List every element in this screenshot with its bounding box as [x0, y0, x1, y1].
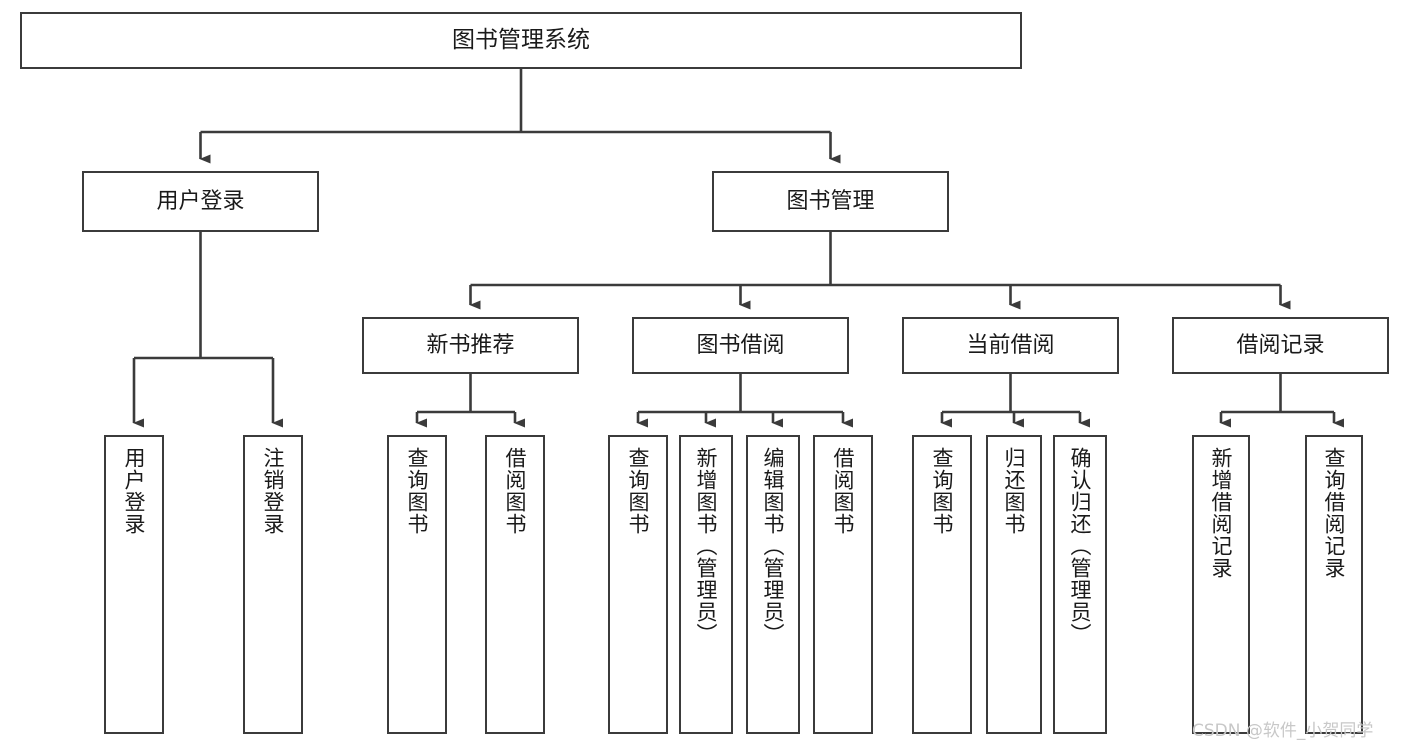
node-label-current: 当前借阅 — [966, 332, 1055, 358]
node-leaf-nb-borrow[interactable]: 借阅图书 — [485, 435, 545, 734]
node-leaf-bw-query[interactable]: 查询图书 — [608, 435, 668, 734]
node-leaf-nb-query[interactable]: 查询图书 — [387, 435, 447, 734]
watermark: CSDN @软件_小贺同学 — [1192, 721, 1374, 741]
node-label-login: 用户登录 — [156, 188, 245, 214]
node-label-leaf-bw-add: 新增图书（管理员） — [694, 447, 719, 645]
node-label-leaf-nb-borrow: 借阅图书 — [503, 447, 528, 535]
node-leaf-rc-add[interactable]: 新增借阅记录 — [1192, 435, 1250, 734]
node-label-leaf-bw-borrow: 借阅图书 — [831, 447, 856, 535]
node-borrow[interactable]: 图书借阅 — [632, 317, 849, 374]
node-leaf-rc-query[interactable]: 查询借阅记录 — [1305, 435, 1363, 734]
node-label-root: 图书管理系统 — [452, 27, 590, 54]
node-leaf-cb-confirm[interactable]: 确认归还（管理员） — [1053, 435, 1107, 734]
node-current[interactable]: 当前借阅 — [902, 317, 1119, 374]
edge-group — [132, 69, 1344, 428]
node-leaf-user-logout[interactable]: 注销登录 — [243, 435, 303, 734]
node-label-leaf-user-logout: 注销登录 — [261, 447, 286, 535]
node-bookmgmt[interactable]: 图书管理 — [712, 171, 949, 232]
node-records[interactable]: 借阅记录 — [1172, 317, 1389, 374]
node-label-leaf-rc-query: 查询借阅记录 — [1322, 447, 1347, 579]
node-leaf-cb-return[interactable]: 归还图书 — [986, 435, 1042, 734]
node-root[interactable]: 图书管理系统 — [20, 12, 1022, 69]
node-leaf-bw-edit[interactable]: 编辑图书（管理员） — [746, 435, 800, 734]
node-newbook[interactable]: 新书推荐 — [362, 317, 579, 374]
node-label-leaf-rc-add: 新增借阅记录 — [1209, 447, 1234, 579]
node-label-records: 借阅记录 — [1236, 332, 1325, 358]
node-leaf-user-login[interactable]: 用户登录 — [104, 435, 164, 734]
node-label-leaf-bw-edit: 编辑图书（管理员） — [761, 447, 786, 645]
node-label-leaf-cb-query: 查询图书 — [930, 447, 955, 535]
node-leaf-bw-add[interactable]: 新增图书（管理员） — [679, 435, 733, 734]
node-label-leaf-cb-return: 归还图书 — [1002, 447, 1027, 535]
node-label-leaf-nb-query: 查询图书 — [405, 447, 430, 535]
node-label-newbook: 新书推荐 — [426, 332, 515, 358]
node-label-borrow: 图书借阅 — [696, 332, 785, 358]
node-leaf-bw-borrow[interactable]: 借阅图书 — [813, 435, 873, 734]
node-label-leaf-bw-query: 查询图书 — [626, 447, 651, 535]
node-leaf-cb-query[interactable]: 查询图书 — [912, 435, 972, 734]
node-label-leaf-user-login: 用户登录 — [122, 447, 147, 535]
node-label-bookmgmt: 图书管理 — [786, 188, 875, 214]
node-label-leaf-cb-confirm: 确认归还（管理员） — [1068, 447, 1093, 645]
node-login[interactable]: 用户登录 — [82, 171, 319, 232]
